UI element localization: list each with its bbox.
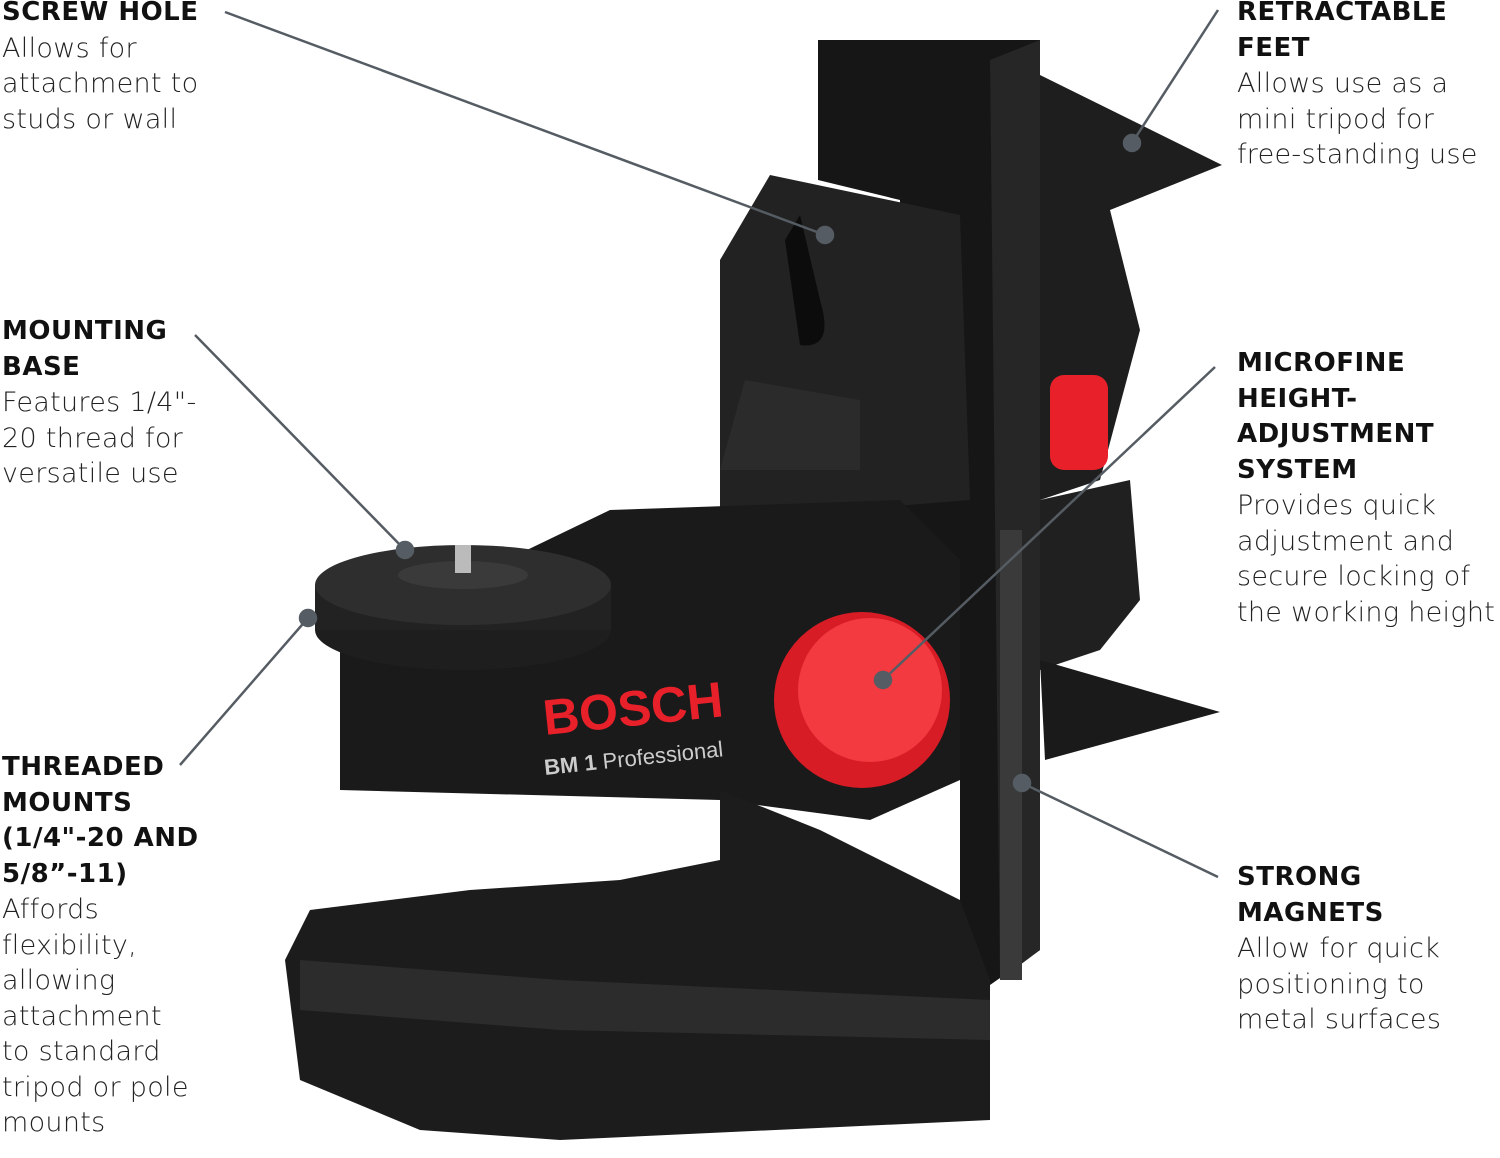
callout-title: STRONG MAGNETS <box>1237 862 1384 928</box>
callout-strong-magnets: STRONG MAGNETS Allow for quick positioni… <box>1237 860 1441 1038</box>
leader-retractable-feet <box>1130 9 1220 144</box>
thread-screw <box>455 545 471 573</box>
callout-description: Allows use as a mini tripod for free-sta… <box>1237 68 1478 170</box>
leader-dot <box>815 225 835 245</box>
magnet-strip <box>1000 530 1022 980</box>
callout-description: Allows for attachment to studs or wall <box>2 32 199 135</box>
callout-title: THREADED MOUNTS (1/4"-20 AND 5/8”-11) <box>2 752 199 889</box>
leader-dot <box>298 608 318 628</box>
base-foot <box>285 790 990 1140</box>
leader-microfine <box>882 366 1216 681</box>
leader-dot <box>873 670 893 690</box>
callout-title: RETRACTABLE FEET <box>1237 0 1448 63</box>
magnet-bracket <box>1040 480 1140 670</box>
vertical-rail <box>818 40 1040 985</box>
callout-title: MICROFINE HEIGHT- ADJUSTMENT SYSTEM <box>1237 348 1435 485</box>
callout-microfine-height-adjustment: MICROFINE HEIGHT- ADJUSTMENT SYSTEM Prov… <box>1237 346 1495 630</box>
leader-magnets <box>1021 781 1219 879</box>
callout-mounting-base: MOUNTING BASE Features 1/4"- 20 thread f… <box>2 314 197 492</box>
leader-dot <box>1122 133 1142 153</box>
callout-description: Provides quick adjustment and secure loc… <box>1237 490 1496 628</box>
callout-screw-hole: SCREW HOLE Allows for attachment to stud… <box>2 0 199 137</box>
callout-description: Features 1/4"- 20 thread for versatile u… <box>2 387 197 489</box>
callout-threaded-mounts: THREADED MOUNTS (1/4"-20 AND 5/8”-11) Af… <box>2 750 199 1141</box>
disc-plate <box>398 561 528 589</box>
leader-mounting-base <box>194 334 406 551</box>
retractable-foot-lower <box>1040 660 1220 760</box>
height-lock-button <box>1050 375 1108 470</box>
ribbed-section <box>720 380 860 470</box>
base-foot-edge <box>300 960 990 1040</box>
model-name: BM 1 <box>543 750 598 780</box>
callout-title: MOUNTING BASE <box>2 316 168 382</box>
leader-threaded-mounts <box>179 617 309 766</box>
callout-description: Allow for quick positioning to metal sur… <box>1237 933 1442 1035</box>
leader-dot <box>1012 773 1032 793</box>
callout-title: SCREW HOLE <box>2 0 199 27</box>
knob-face <box>798 618 942 762</box>
screw-hole <box>785 215 825 346</box>
callout-description: Affords flexibility, allowing attachment… <box>2 894 189 1138</box>
leader-screw-hole <box>224 10 826 237</box>
leader-dot <box>395 540 415 560</box>
callout-retractable-feet: RETRACTABLE FEET Allows use as a mini tr… <box>1237 0 1478 173</box>
